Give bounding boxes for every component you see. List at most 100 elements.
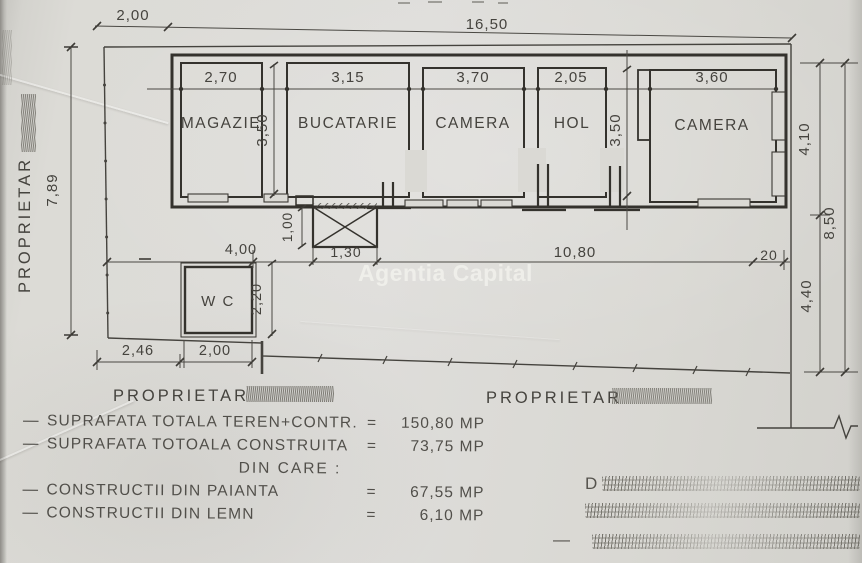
- summary-row-construita: — SUPRAFATA TOTOALA CONSTRUITA = 73,75 MP: [23, 435, 493, 456]
- redacted-name-bottom-left: [246, 386, 334, 402]
- owner-left-label: PROPRIETAR: [16, 157, 34, 293]
- room-camera1-wall: [422, 67, 525, 198]
- boundary-top: [103, 43, 792, 48]
- window-small: [263, 193, 289, 203]
- redacted-line1-prefix: D: [585, 474, 599, 493]
- summary-label: CONSTRUCTII DIN LEMN: [46, 504, 255, 523]
- dim-left-height-label: 7,89: [44, 173, 61, 206]
- top-cropped-text-remnant: [398, 1, 508, 4]
- equals-sign: =: [366, 506, 377, 524]
- summary-value: 150,80 MP: [400, 414, 486, 433]
- window-camera1-a: [404, 199, 444, 208]
- dim-lines-right: [800, 62, 858, 373]
- window-camera2-east-a: [771, 91, 786, 141]
- dim-porch-height-label: 1,00: [280, 212, 295, 242]
- room-hol-wall: [537, 67, 607, 198]
- redacted-line3-prefix: —: [553, 530, 571, 549]
- summary-row-lemn: —CONSTRUCTII DIN LEMN=6,10 MP: [22, 504, 492, 525]
- dim-right-lower-label: 4,40: [798, 279, 815, 312]
- dash: —: [22, 412, 40, 430]
- door-openings: [405, 148, 624, 192]
- summary-label: CONSTRUCTII DIN PAIANTA: [46, 481, 280, 500]
- door-jamb-stub: [637, 69, 651, 141]
- boundary-left-dots: [103, 83, 110, 315]
- porch: [311, 203, 379, 249]
- boundary-tick-marks: [317, 353, 751, 377]
- porch-hatched-edge: [313, 203, 377, 209]
- dash: —: [22, 481, 40, 499]
- redaction-scribbles: [2, 30, 712, 404]
- dim-top-total-label: 16,50: [466, 16, 509, 33]
- dim-row-main-label: 10,80: [554, 244, 597, 261]
- redacted-name-left-vertical: [21, 94, 36, 152]
- summary-label: SUPRAFATA TOTALA TEREN+CONTR.: [46, 412, 358, 432]
- dim-magazie-width-label: 2,70: [204, 69, 237, 86]
- dim-line-top: [94, 25, 793, 39]
- windows: [187, 91, 786, 208]
- dim-row-left-label: 4,00: [225, 242, 257, 258]
- dimension-dots: [178, 86, 779, 92]
- dim-hol-width-label: 2,05: [554, 69, 587, 86]
- paper-edge: [0, 0, 7, 563]
- dimension-labels: 2,00 16,50 7,89 2,70 3,15 3,70 2,05 3,60…: [44, 7, 838, 359]
- room-label-camera1: CAMERA: [435, 115, 510, 132]
- summary-row-paianta: — CONSTRUCTII DIN PAIANTA = 67,55 MP: [22, 481, 492, 502]
- paper-edge: [848, 0, 862, 563]
- equals-sign: =: [366, 414, 378, 432]
- porch-step: [295, 195, 314, 206]
- boundary-left: [103, 46, 109, 339]
- owner-bottom-left-label: PROPRIETAR: [113, 387, 249, 405]
- summary-label: SUPRAFATA TOTOALA CONSTRUITA: [46, 435, 349, 455]
- summary-value: 67,55 MP: [410, 483, 485, 502]
- boundary-break-line: [757, 413, 858, 441]
- room-label-bucatarie: BUCATARIE: [298, 115, 398, 132]
- window-magazie: [187, 193, 229, 203]
- dim-camera1-width-label: 3,70: [456, 69, 489, 86]
- porch-x-diagonals: [312, 206, 378, 248]
- dim-bucatarie-width-label: 3,15: [331, 69, 364, 86]
- room-labels: MAGAZIE BUCATARIE CAMERA HOL CAMERA W C: [181, 115, 749, 310]
- window-camera1-b: [446, 199, 479, 208]
- watermark: Agentia Capital: [358, 260, 533, 286]
- owner-bottom-right-label: PROPRIETAR: [486, 389, 622, 407]
- summary-value: 73,75 MP: [410, 437, 485, 456]
- room-label-magazie: MAGAZIE: [181, 115, 261, 132]
- room-bucatarie-wall: [286, 62, 410, 198]
- dim-depth-left-label: 3,50: [254, 113, 271, 146]
- dim-wc-height-label: 2,20: [249, 283, 265, 315]
- plot-boundary: [103, 43, 858, 441]
- dim-depth-right-label: 3,50: [607, 113, 624, 146]
- redacted-line-2: [585, 503, 860, 518]
- redacted-edge-marks: [2, 30, 12, 85]
- dim-right-upper-label: 4,10: [796, 122, 813, 155]
- window-camera2-east-b: [771, 151, 786, 197]
- dim-top-offset-label: 2,00: [116, 7, 149, 24]
- dim-wc-offset-label: 2,46: [122, 343, 154, 359]
- redacted-line-1: [602, 476, 860, 491]
- redacted-name-bottom-right: [612, 388, 712, 404]
- owner-labels: PROPRIETAR PROPRIETAR PROPRIETAR: [16, 157, 622, 407]
- equals-sign: =: [366, 483, 377, 501]
- wc-building: [180, 262, 257, 338]
- window-camera2-south: [697, 198, 751, 208]
- dash: —: [22, 435, 40, 453]
- room-label-wc: W C: [201, 293, 235, 310]
- dimension-ticks: [64, 21, 850, 377]
- summary-value: 6,10 MP: [419, 506, 485, 525]
- window-camera1-c: [480, 199, 513, 208]
- outer-wall: [170, 53, 788, 209]
- summary-row-teren: — SUPRAFATA TOTALA TEREN+CONTR. = 150,80 MP: [23, 412, 493, 433]
- south-wall-jambs: [367, 164, 640, 212]
- room-label-hol: HOL: [554, 115, 590, 132]
- dim-right-total-label: 8,50: [821, 206, 838, 239]
- dimension-lines: [70, 25, 858, 373]
- dim-camera2-width-label: 3,60: [695, 69, 728, 86]
- equals-sign: =: [366, 437, 378, 455]
- dim-porch-width-label: 1,30: [330, 244, 361, 260]
- summary-heading: DIN CARE :: [238, 459, 342, 478]
- dim-wc-width-label: 2,00: [199, 343, 231, 359]
- redacted-line-3: [592, 534, 860, 549]
- room-label-camera2: CAMERA: [674, 117, 749, 134]
